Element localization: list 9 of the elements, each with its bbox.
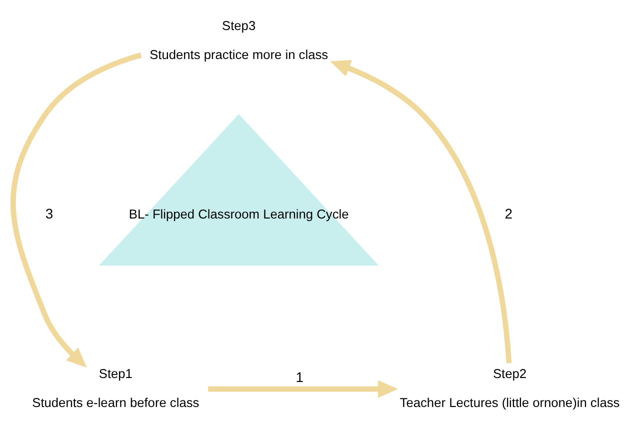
arrow	[10, 52, 142, 368]
node-text: Step1 Students e-learn before class	[32, 365, 200, 410]
arrow	[330, 59, 512, 363]
arrow	[208, 380, 398, 398]
edge-label: 2	[504, 205, 513, 222]
edge-label: 1	[296, 368, 304, 384]
node-text: Step3 Students practice more in class	[150, 17, 328, 62]
node-text: Step2 Teacher Lectures (little ornone)in class	[400, 365, 620, 410]
edge-label: 3	[45, 205, 54, 222]
